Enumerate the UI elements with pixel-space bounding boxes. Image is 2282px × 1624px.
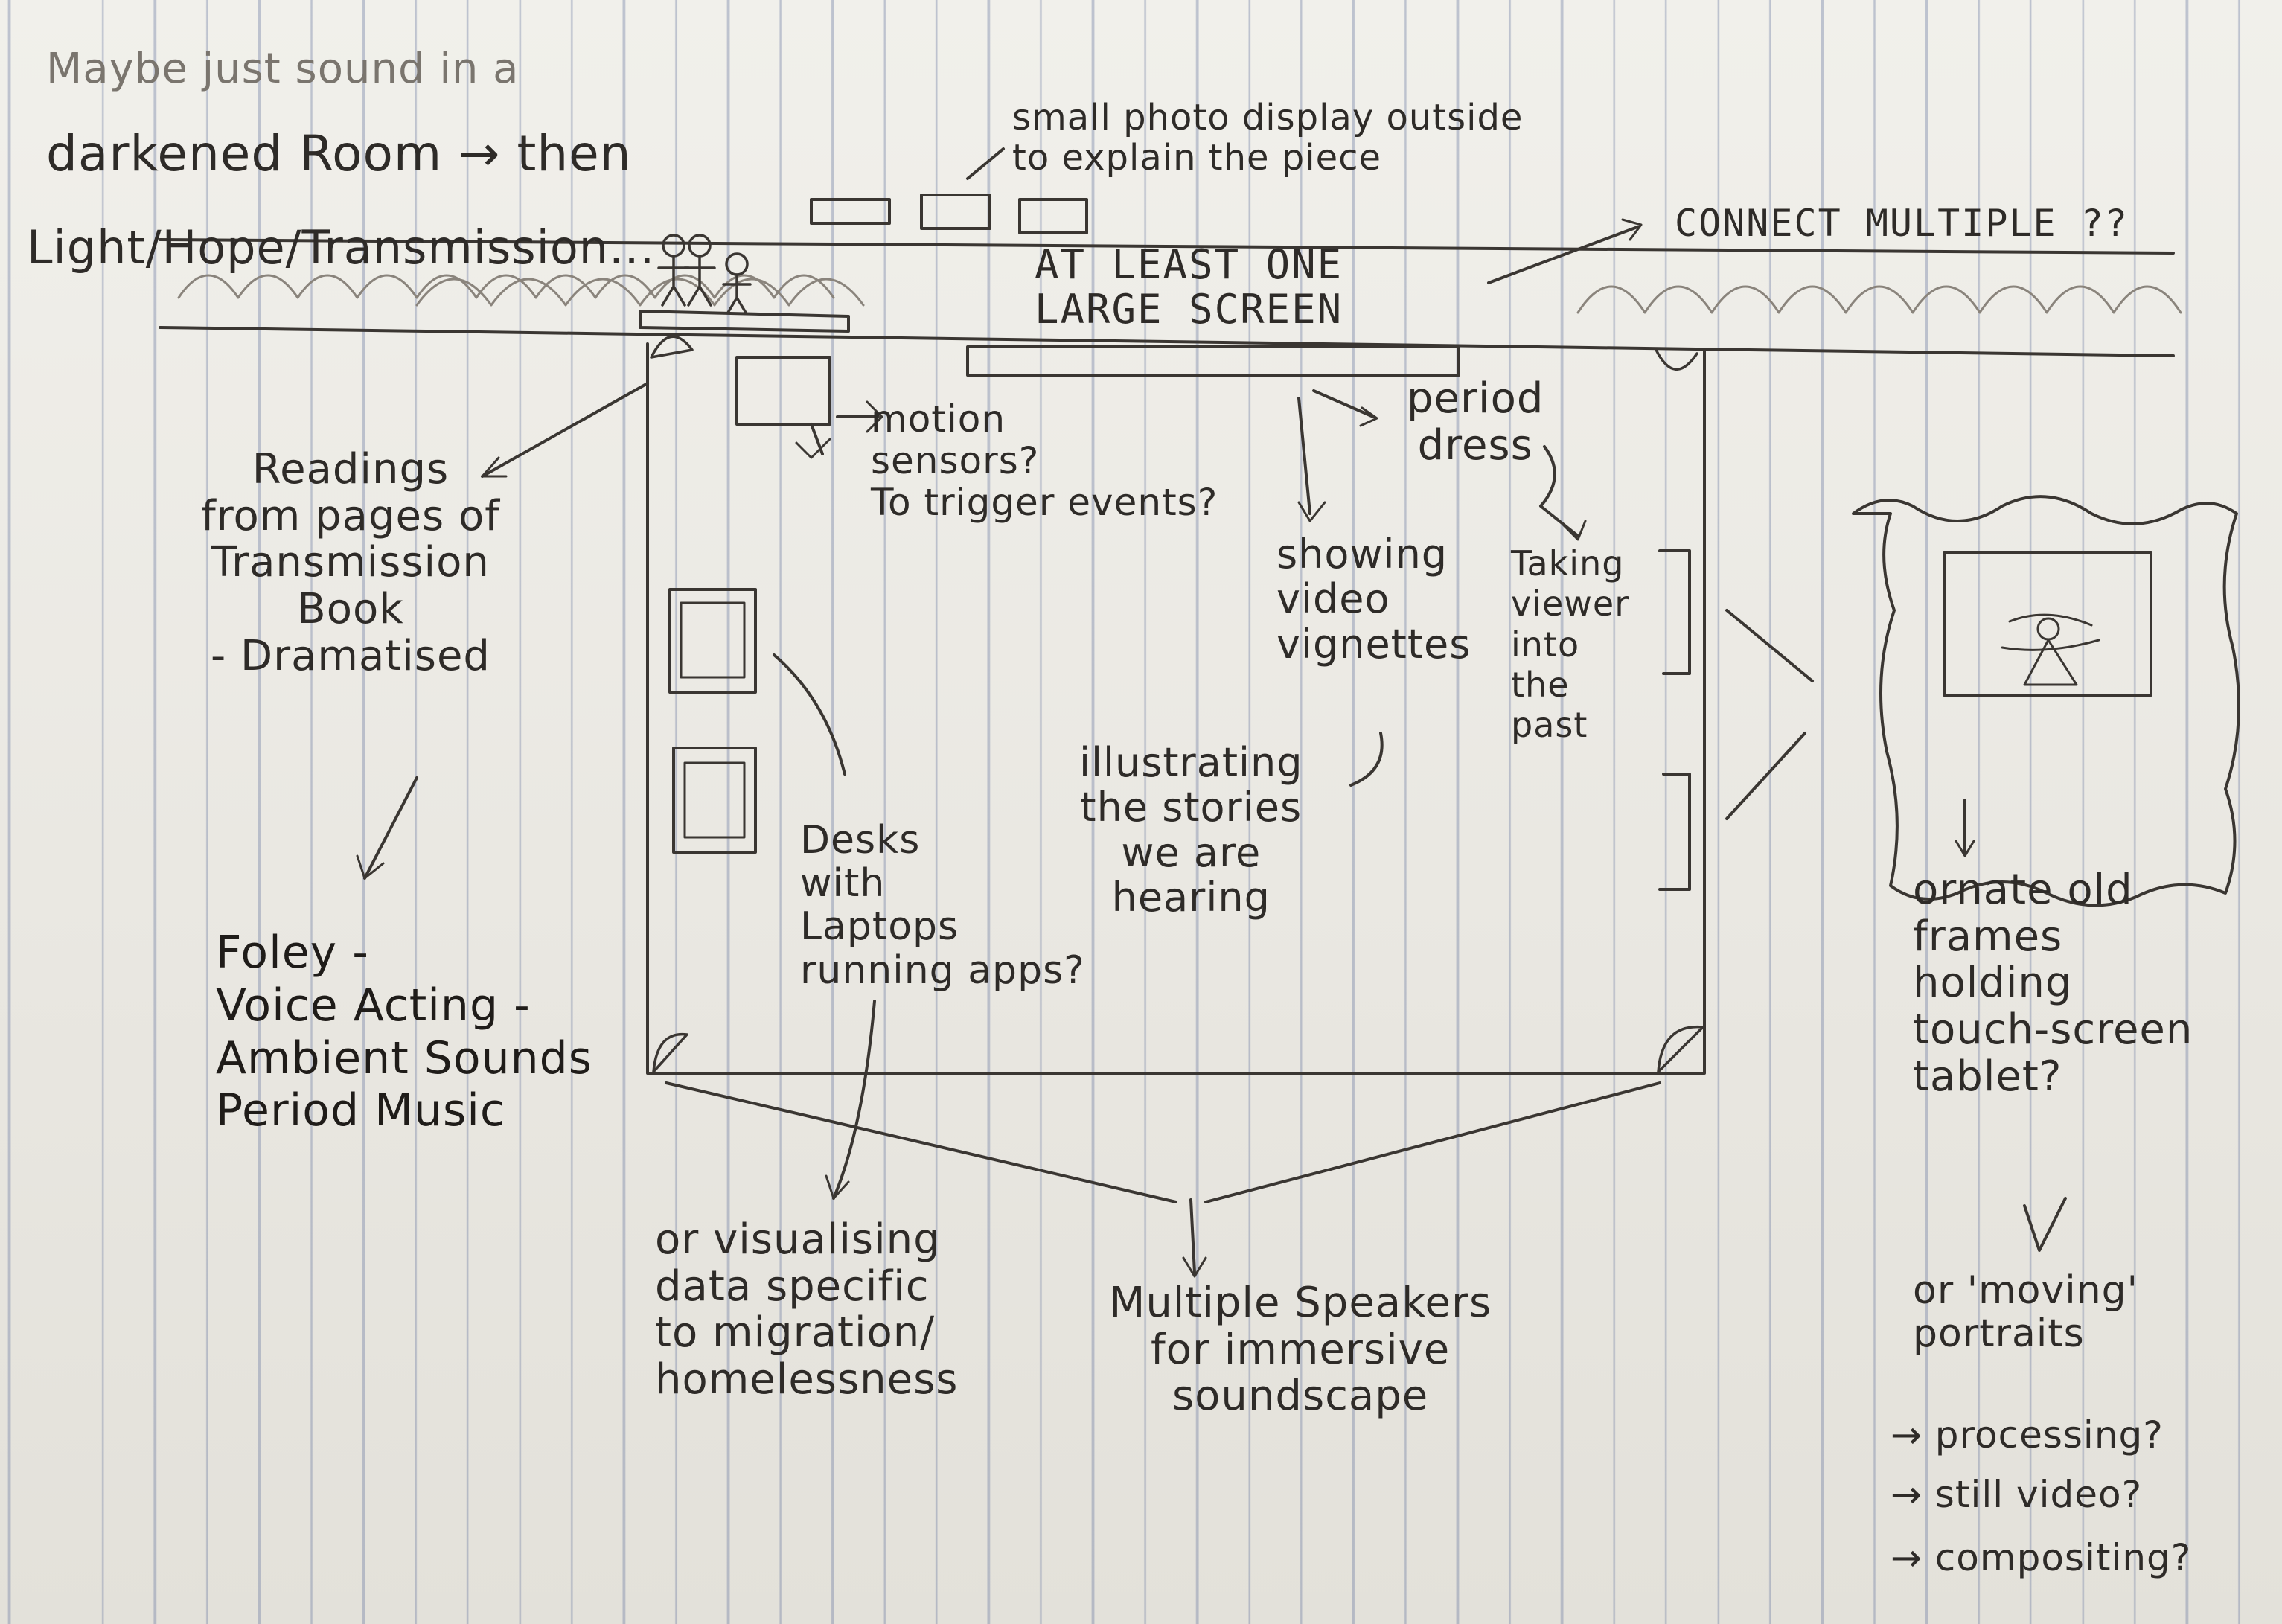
- arrow-period-dress: [1312, 389, 1375, 418]
- right-wall-panel-1: [1658, 549, 1691, 675]
- arrow-visualising: [832, 1000, 876, 1200]
- photo-display-1: [810, 198, 891, 225]
- arrow-screen-down: [1297, 397, 1311, 515]
- arrow-dress-down: [1539, 445, 1579, 537]
- left-wall-frame-1: [668, 588, 757, 694]
- right-wall-panel-2: [1658, 773, 1691, 891]
- note-motion-sensors: motion sensors? To trigger events?: [871, 397, 1218, 524]
- wall-line-top: [159, 238, 2175, 255]
- arrow-readings: [481, 382, 649, 478]
- entrance-bench: [639, 310, 850, 333]
- wall-hatching-left: [177, 274, 865, 307]
- arrow-vignettes: [1349, 732, 1384, 787]
- ornate-frame: [1852, 495, 2240, 907]
- note-readings: Readings from pages of Transmission Book…: [201, 445, 500, 680]
- note-visualising: or visualising data specific to migratio…: [655, 1215, 959, 1404]
- note-intro-line-1: Maybe just sound in a: [46, 45, 520, 93]
- note-still-video: → still video?: [1891, 1473, 2143, 1516]
- sightline-1: [1725, 609, 1814, 682]
- left-wall-frame-2: [672, 747, 757, 854]
- note-ornate-frames: ornate old frames holding touch-screen t…: [1913, 866, 2193, 1101]
- note-speakers: Multiple Speakers for immersive soundsca…: [1109, 1279, 1492, 1421]
- check-moving-portraits: [2023, 1197, 2067, 1252]
- photo-display-2: [920, 194, 991, 230]
- sightline-2: [1725, 732, 1806, 820]
- room-outline: [646, 342, 1706, 1075]
- note-showing-video: showing video vignettes: [1276, 531, 1471, 668]
- arrow-foley: [363, 776, 418, 880]
- note-period-dress: period dress: [1407, 374, 1544, 470]
- note-connect-multiple: CONNECT MULTIPLE ??: [1675, 202, 2129, 245]
- photo-display-3: [1018, 198, 1088, 234]
- note-foley: Foley - Voice Acting - Ambient Sounds Pe…: [216, 927, 592, 1137]
- note-processing: → processing?: [1891, 1413, 2164, 1457]
- speakers-line-right: [1204, 1081, 1661, 1203]
- note-large-screen: AT LEAST ONE LARGE SCREEN: [1035, 241, 1343, 333]
- tablet-figure: [2001, 613, 2100, 686]
- note-taking-viewer: Taking viewer into the past: [1511, 543, 1630, 746]
- speakers-arrow: [1189, 1198, 1196, 1274]
- note-illustrating: illustrating the stories we are hearing: [1079, 739, 1303, 921]
- visitor-figures: [657, 234, 752, 314]
- note-intro-line-2: darkened Room → then: [46, 125, 632, 182]
- note-desks: Desks with Laptops running apps?: [800, 818, 1085, 993]
- wall-line-bottom: [159, 326, 2175, 357]
- arrow-photo-label: [966, 147, 1005, 180]
- arrow-desks: [773, 653, 846, 776]
- note-moving-portraits: or 'moving' portraits: [1913, 1268, 2138, 1357]
- motion-sensor: [735, 356, 831, 426]
- note-compositing: → compositing?: [1891, 1536, 2192, 1579]
- note-intro-line-3: Light/Hope/Transmission...: [27, 220, 656, 275]
- speaker-icons: [650, 335, 1704, 1073]
- arrow-connect: [1487, 226, 1639, 284]
- tablet-screen: [1943, 551, 2152, 697]
- note-photo-display: small photo display outside to explain t…: [1012, 97, 1524, 179]
- speakers-line-left: [665, 1081, 1177, 1203]
- wall-hatching-right: [1576, 285, 2182, 314]
- large-screen: [966, 345, 1460, 377]
